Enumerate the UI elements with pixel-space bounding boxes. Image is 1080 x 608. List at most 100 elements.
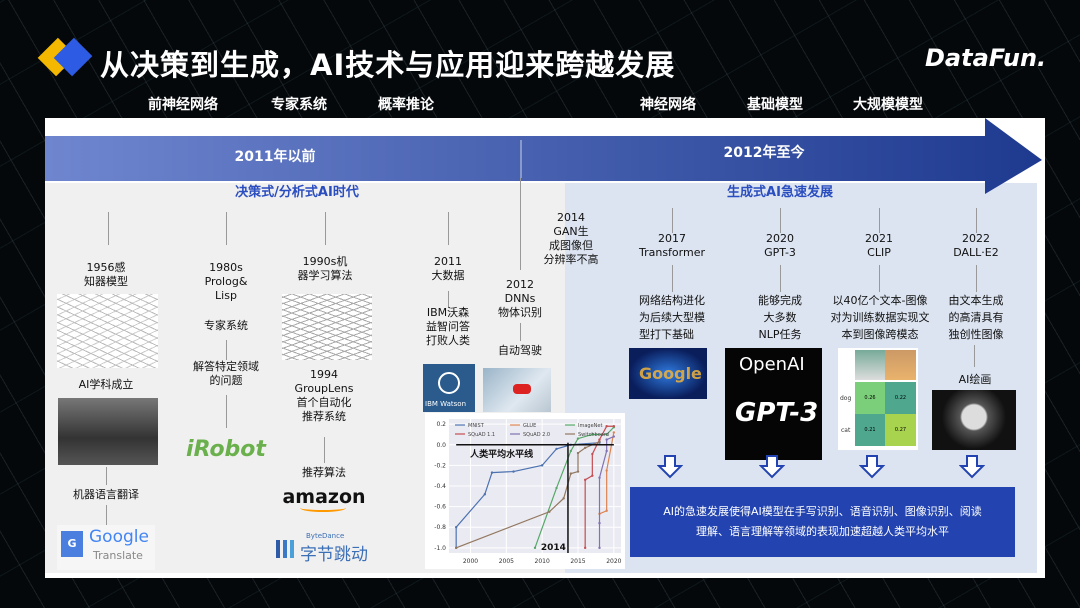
category-foundation: 基础模型 bbox=[747, 97, 803, 113]
data-point bbox=[533, 546, 537, 550]
section-right-title: 生成式AI急速发展 bbox=[727, 185, 833, 200]
legend-label: SQuAD 2.0 bbox=[523, 432, 550, 438]
event-2017-name: Transformer bbox=[638, 246, 706, 259]
data-point bbox=[605, 425, 608, 428]
event-1956-title: 1956感 知器模型 bbox=[84, 261, 128, 288]
data-point bbox=[454, 546, 458, 550]
data-point bbox=[562, 497, 565, 500]
event-2022-year: 2022 bbox=[962, 232, 990, 245]
event-2020-name: GPT-3 bbox=[764, 246, 796, 259]
connector bbox=[976, 265, 977, 292]
data-point bbox=[591, 452, 594, 456]
data-point bbox=[605, 509, 608, 512]
legend-label: GLUE bbox=[523, 423, 536, 429]
data-point bbox=[490, 471, 494, 474]
legend-label: MNIST bbox=[468, 423, 485, 429]
category-nn: 神经网络 bbox=[640, 97, 696, 113]
connector bbox=[106, 467, 107, 485]
data-point bbox=[605, 438, 608, 441]
summary-box: AI的急速发展使得AI模型在手写识别、语音识别、图像识别、阅读 理解、语言理解等… bbox=[630, 487, 1015, 557]
down-arrow-icon bbox=[759, 455, 785, 479]
x-tick-label: 2005 bbox=[499, 558, 514, 565]
connector bbox=[672, 208, 673, 233]
data-point bbox=[605, 433, 608, 436]
clip-matrix-image: dog cat 0.26 0.22 0.21 0.27 bbox=[838, 348, 918, 450]
series-line-glue bbox=[599, 432, 615, 515]
connector bbox=[974, 345, 975, 367]
data-point bbox=[576, 437, 580, 440]
connector bbox=[448, 212, 449, 245]
category-expert-system: 专家系统 bbox=[271, 97, 327, 113]
legend-label: SQuAD 1.1 bbox=[468, 432, 495, 438]
x-tick-label: 2015 bbox=[570, 558, 585, 565]
data-point bbox=[598, 476, 601, 479]
connector bbox=[448, 291, 449, 308]
y-tick-label: 0.0 bbox=[436, 442, 446, 449]
data-point bbox=[605, 449, 608, 453]
amazon-logo: amazon bbox=[282, 486, 366, 508]
data-point bbox=[612, 425, 616, 428]
event-2012-title: 2012 DNNs 物体识别 bbox=[498, 278, 542, 319]
data-point bbox=[569, 449, 573, 453]
data-point bbox=[576, 451, 580, 455]
y-tick-label: 0.2 bbox=[436, 421, 446, 428]
event-2021-desc: 以40亿个文本-图像 对为训练数据实现文 本到图像跨模态 bbox=[830, 294, 930, 341]
event-2011-desc: IBM沃森 益智问答 打败人类 bbox=[426, 306, 470, 347]
data-point bbox=[569, 472, 573, 475]
ibm-watson-logo: IBM Watson bbox=[423, 364, 475, 412]
category-probabilistic: 概率推论 bbox=[378, 97, 434, 113]
connector bbox=[324, 437, 325, 463]
connector bbox=[108, 212, 109, 245]
era-left-label: 2011年以前 bbox=[234, 149, 316, 165]
category-pre-nn: 前神经网络 bbox=[148, 97, 218, 113]
data-point bbox=[483, 493, 487, 496]
x-tick-label: 2000 bbox=[463, 558, 478, 565]
data-point bbox=[598, 546, 601, 550]
down-arrow-icon bbox=[859, 455, 885, 479]
y-tick-label: -0.6 bbox=[434, 504, 446, 511]
connector bbox=[106, 505, 107, 525]
connector bbox=[226, 395, 227, 428]
data-point bbox=[605, 469, 608, 472]
data-point bbox=[591, 433, 594, 436]
event-1980s-desc: 解答特定领域 的问题 bbox=[193, 360, 259, 387]
y-tick-label: -1.0 bbox=[434, 545, 446, 552]
event-2011-title: 2011 大数据 bbox=[431, 255, 465, 282]
data-point bbox=[555, 486, 558, 490]
event-1980s-title: 1980s Prolog& Lisp bbox=[204, 261, 248, 302]
human-average-label: 人类平均水平线 bbox=[469, 448, 533, 460]
connector bbox=[520, 323, 521, 341]
connector bbox=[976, 208, 977, 233]
data-point bbox=[540, 464, 544, 467]
x-tick-label: 2010 bbox=[535, 558, 550, 565]
event-1990s-title: 1990s机 器学习算法 bbox=[297, 255, 353, 282]
y-tick-label: -0.8 bbox=[434, 524, 446, 531]
connector bbox=[879, 208, 880, 233]
down-arrow-icon bbox=[657, 455, 683, 479]
connector bbox=[780, 208, 781, 233]
series-line-squad-2-0 bbox=[598, 435, 615, 548]
event-1956-milestone: AI学科成立 bbox=[78, 378, 134, 391]
data-point bbox=[612, 431, 616, 434]
google-translate-logo: G Google Translate bbox=[57, 525, 155, 570]
dartmouth-photo bbox=[58, 398, 158, 465]
connector bbox=[226, 340, 227, 360]
data-point bbox=[512, 470, 515, 473]
amazon-smile-icon bbox=[300, 504, 346, 512]
event-2020-desc: 能够完成 大多数 NLP任务 bbox=[758, 294, 802, 341]
perceptron-diagram-image bbox=[57, 294, 158, 368]
summary-text: AI的急速发展使得AI模型在手写识别、语音识别、图像识别、阅读 理解、语言理解等… bbox=[663, 505, 982, 538]
irobot-logo: iRobot bbox=[186, 437, 266, 462]
connector bbox=[672, 265, 673, 292]
event-2017-year: 2017 bbox=[658, 232, 686, 245]
event-1956-application: 机器语言翻译 bbox=[73, 488, 139, 501]
era-right-label: 2012年至今 bbox=[723, 145, 805, 161]
event-2022-milestone: AI绘画 bbox=[958, 373, 992, 386]
neural-network-diagram-image bbox=[282, 294, 372, 360]
event-2021-year: 2021 bbox=[865, 232, 893, 245]
event-2014-gan: 2014 GAN生 成图像但 分辨率不高 bbox=[543, 211, 599, 266]
y-tick-label: -0.2 bbox=[434, 462, 446, 469]
connector bbox=[520, 178, 521, 270]
